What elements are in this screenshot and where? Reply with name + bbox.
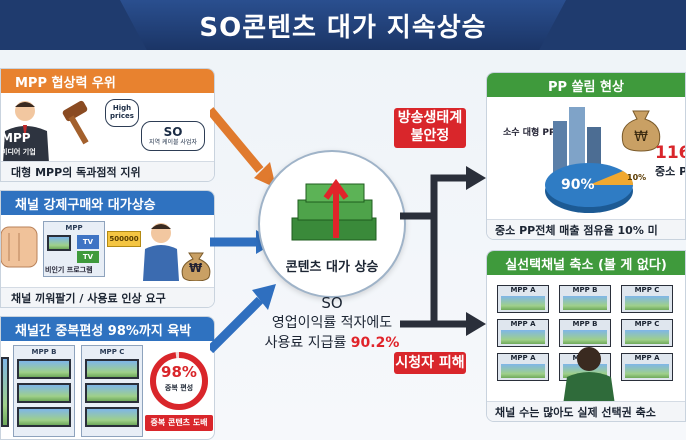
channel-screen: MPP C — [621, 285, 673, 313]
panel-title: 실선택채널 축소 (볼 게 없다) — [487, 251, 685, 275]
center-line-rate: 사용료 지급률 90.2% — [248, 332, 416, 352]
screen — [17, 383, 71, 403]
panel-mpp-power: MPP 협상력 우위 MPP 미디어 기업 High prices SO 지역 … — [0, 68, 215, 182]
panel-caption: 대형 MPP의 독과점적 지위 — [1, 161, 214, 181]
channel-screen-label: MPP B — [572, 286, 598, 294]
panel-title: MPP 협상력 우위 — [1, 69, 214, 93]
center-line-profit: 영업이익률 적자에도 — [271, 315, 393, 331]
channel-screen: MPP A — [497, 319, 549, 347]
tv-tag: TV — [77, 235, 99, 249]
businessman-illustration — [3, 101, 49, 163]
viewer-illustration — [563, 347, 615, 405]
channel-screen: MPP A — [497, 353, 549, 381]
panel-caption: 채널 수는 많아도 실제 선택권 축소 — [487, 401, 685, 421]
channel-screen-image — [625, 330, 669, 344]
money-bag-icon: ₩ — [621, 110, 661, 152]
center-card-label: 콘텐츠 대가 상승 — [285, 260, 379, 275]
gavel-icon — [62, 100, 89, 145]
so-sub-label: 지역 케이블 사업자 — [149, 139, 197, 147]
screen — [85, 407, 139, 427]
money-stack-icon — [291, 178, 377, 241]
large-pp-tag: 소수 대형 PP — [503, 128, 556, 138]
channel-screen-label: MPP A — [510, 354, 536, 362]
rate-prefix: 사용료 지급률 — [264, 335, 351, 351]
channel-screen-image — [501, 364, 545, 378]
channel-screen: MPP A — [497, 285, 549, 313]
mpp-label: MPP — [1, 131, 31, 145]
panel-title: 채널 강제구매와 대가상승 — [1, 191, 214, 215]
panel-pp-concentration: PP 쏠림 현상 소수 대형 PP ₩ 90% 10% 116 중소 P 중소 … — [486, 72, 686, 240]
overlap-value: 98% — [161, 363, 197, 381]
channel-screen-image — [501, 296, 545, 310]
panel-title: 채널간 중복편성 98%까지 육박 — [1, 317, 214, 341]
screen-stack-a — [1, 357, 9, 427]
fist-icon — [1, 226, 38, 268]
inbound-arrows — [210, 107, 276, 354]
pie-slice-small — [589, 171, 634, 185]
channel-screen-image — [625, 296, 669, 310]
won-sign: ₩ — [189, 261, 203, 275]
screen — [85, 383, 139, 403]
market-share-pie — [545, 163, 634, 213]
rate-value: 90.2% — [350, 335, 400, 351]
so-label: SO — [163, 125, 183, 139]
mpp-c-label: MPP C — [99, 348, 125, 356]
panel-caption: 중복 콘텐츠 도배 — [145, 415, 213, 431]
channel-screen-image — [563, 296, 607, 310]
channel-screen-image — [625, 364, 669, 378]
tv-screen — [47, 235, 71, 251]
viewer-harm-label: 시청자 피해 — [394, 352, 466, 374]
mpp-b-label: MPP B — [31, 348, 57, 356]
screen — [17, 359, 71, 379]
channel-screen-label: MPP B — [572, 320, 598, 328]
panel-overlap: 채널간 중복편성 98%까지 육박 MPP B MPP C 98% 중복 편성 … — [0, 316, 215, 440]
bundle-label: 비인기 프로그램 — [45, 266, 93, 274]
title-banner: SO콘텐츠 대가 지속상승 — [120, 0, 566, 50]
outbound-bracket — [400, 166, 486, 336]
small-pp-label: 중소 P — [655, 165, 686, 178]
channel-screen: MPP B — [559, 319, 611, 347]
channel-screen-label: MPP A — [510, 286, 536, 294]
ecosystem-unstable-label: 방송생태계 불안정 — [394, 108, 466, 148]
center-line-so: SO — [321, 294, 343, 312]
page-title: SO콘텐츠 대가 지속상승 — [199, 12, 487, 43]
channel-screen-label: MPP A — [634, 354, 660, 362]
pie-label-small: 10% — [627, 173, 647, 182]
mpp-sub-label: 미디어 기업 — [1, 148, 36, 156]
high-prices-bubble: High prices — [105, 99, 139, 127]
channel-screen-image — [563, 330, 607, 344]
channel-screen: MPP A — [621, 353, 673, 381]
panel-caption: 중소 PP전체 매출 점유율 10% 미 — [487, 219, 685, 239]
worried-person-illustration — [143, 223, 179, 281]
small-pp-count: 116 — [655, 143, 685, 163]
price-ticket: 500000 — [107, 231, 141, 247]
tv-tag-green: TV — [77, 251, 99, 263]
channel-screen-label: MPP A — [510, 320, 536, 328]
channel-screen-label: MPP C — [634, 320, 660, 328]
channel-screen-label: MPP C — [634, 286, 660, 294]
panel-channel-shrink: 실선택채널 축소 (볼 게 없다) MPP A MPP B MPP C MPP A MP… — [486, 250, 686, 422]
channel-screen: MPP B — [559, 285, 611, 313]
channel-screen-image — [501, 330, 545, 344]
panel-caption: 채널 끼워팔기 / 사용료 인상 요구 — [1, 287, 214, 307]
panel-title: PP 쏠림 현상 — [487, 73, 685, 97]
svg-text:₩: ₩ — [634, 129, 648, 145]
so-badge: SO 지역 케이블 사업자 — [141, 121, 205, 151]
overlap-label: 중복 편성 — [164, 384, 194, 392]
bundle-mpp-label: MPP — [65, 224, 83, 232]
channel-screen: MPP C — [621, 319, 673, 347]
panel-forced-bundling: 채널 강제구매와 대가상승 MPP TV TV 비인기 프로그램 500000 … — [0, 190, 215, 308]
pie-label-large: 90% — [561, 177, 595, 193]
screen — [17, 407, 71, 427]
screen — [85, 359, 139, 379]
overlap-ring — [150, 352, 208, 410]
